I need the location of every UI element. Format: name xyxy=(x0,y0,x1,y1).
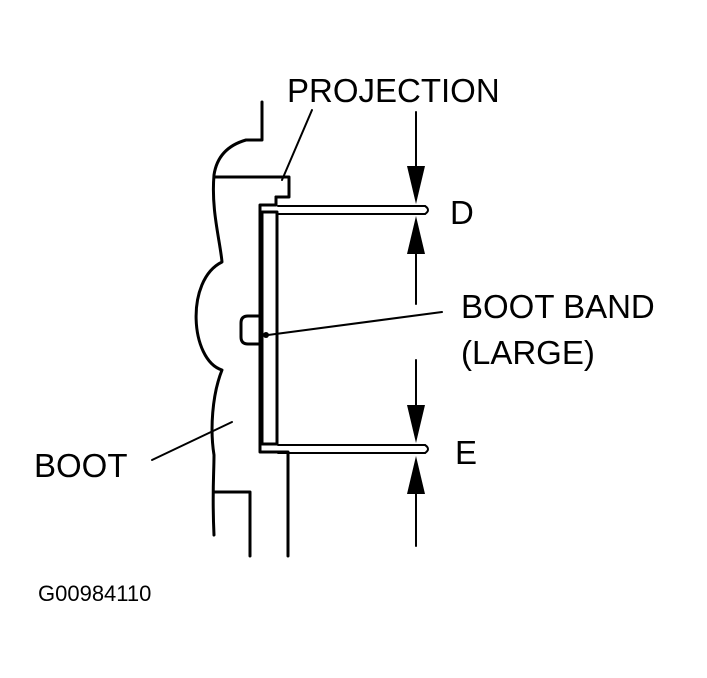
leader-boot xyxy=(151,421,233,461)
boot-inner-wall xyxy=(258,195,290,558)
boot-shoulder-top xyxy=(212,175,291,199)
dimension-d-arrow-up xyxy=(407,216,425,254)
extension-break-d xyxy=(424,205,429,215)
dimension-d-arrow-down xyxy=(407,166,425,204)
label-boot-band-line1: BOOT BAND xyxy=(461,288,655,325)
figure-code: G00984110 xyxy=(38,581,151,606)
leader-boot-band xyxy=(267,311,443,336)
label-dimension-e: E xyxy=(455,434,477,471)
boot-band-tab xyxy=(239,314,262,346)
boot-shoulder-bottom xyxy=(212,490,252,558)
extension-break-e xyxy=(424,444,429,454)
dimension-e-arrow-down xyxy=(407,405,425,443)
label-dimension-d: D xyxy=(450,194,474,231)
boot-outline xyxy=(194,100,264,537)
boot-band xyxy=(260,210,279,446)
label-boot-band-line2: (LARGE) xyxy=(461,334,595,371)
boot-band-tab-dot xyxy=(263,332,269,338)
leader-projection xyxy=(281,109,313,181)
dimension-e-arrow-up xyxy=(407,456,425,494)
label-projection: PROJECTION xyxy=(287,72,500,109)
label-boot: BOOT xyxy=(34,447,128,484)
